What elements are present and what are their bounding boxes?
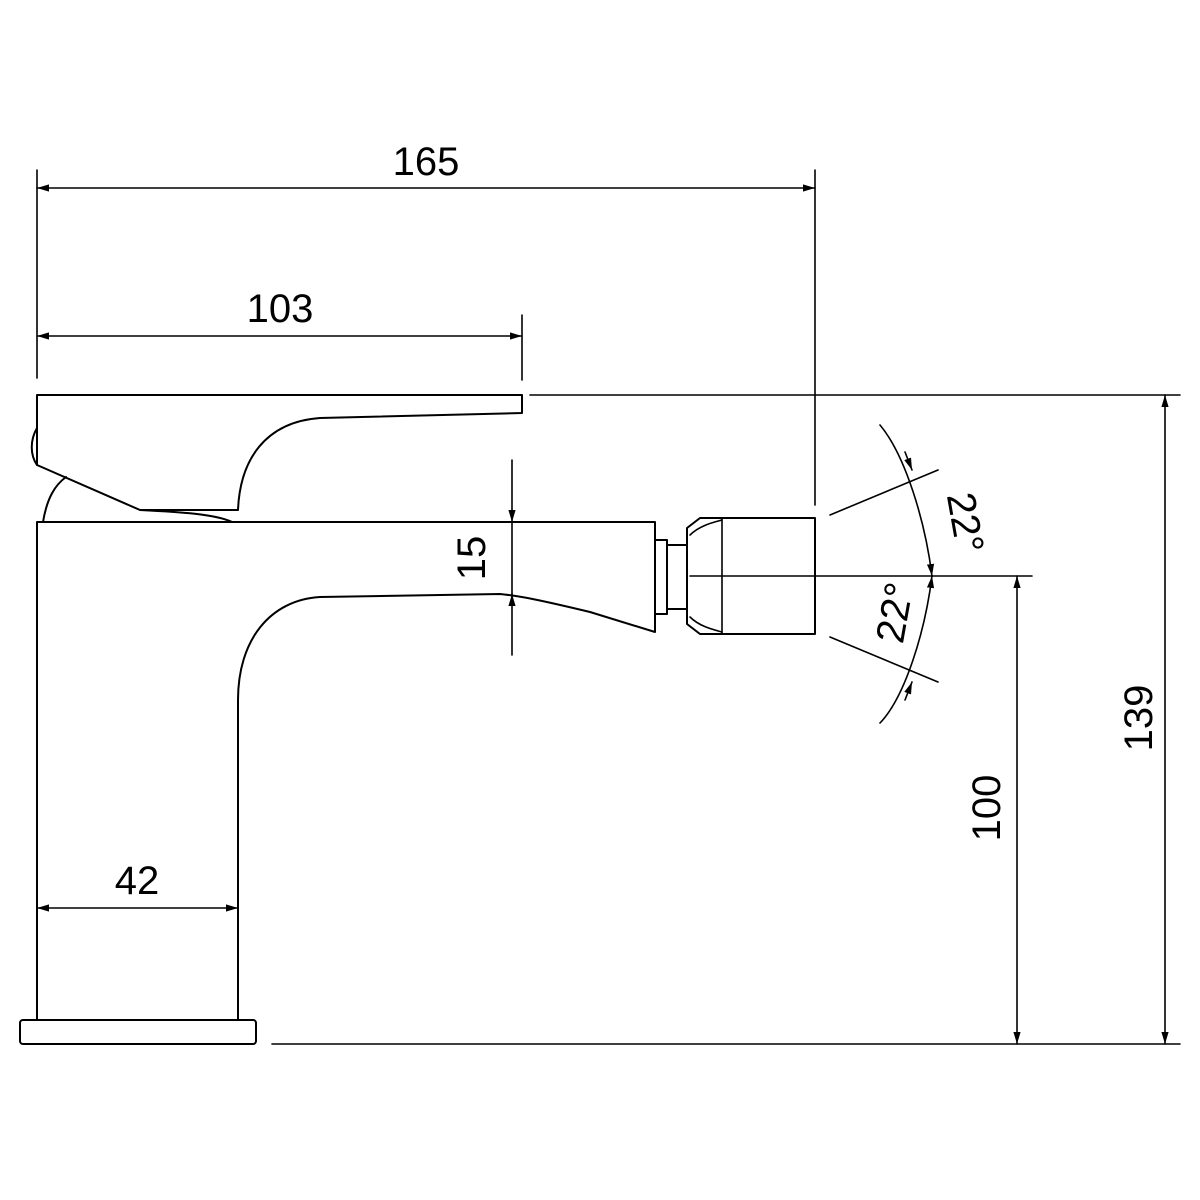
aerator-nut [666, 544, 688, 610]
base-plate [19, 1019, 257, 1045]
dimension-lines [36, 184, 1169, 1045]
extension-lines [36, 169, 1181, 1045]
aerator-housing [686, 517, 816, 635]
label-139: 139 [1117, 685, 1161, 752]
label-100: 100 [965, 775, 1009, 842]
arc-angle-up [879, 424, 935, 577]
aerator-bevel-top [689, 519, 723, 536]
handle-cap [30, 427, 38, 466]
label-42: 42 [115, 859, 160, 903]
handle-base [42, 476, 233, 523]
arc-angle-up-tick [904, 451, 913, 471]
label-angle-up: 22° [938, 489, 992, 556]
ext-angle-up [829, 469, 939, 516]
aerator-connector [654, 539, 668, 615]
label-103: 103 [247, 287, 314, 331]
label-15: 15 [450, 536, 494, 581]
handle-lever [36, 394, 523, 511]
dimension-labels: 165 103 42 15 100 139 22° 22° [115, 140, 1161, 903]
label-165: 165 [393, 140, 460, 184]
label-angle-down: 22° [868, 579, 922, 646]
aerator-bevel-bottom [689, 616, 723, 633]
faucet-body [36, 521, 656, 1021]
arc-angle-down-tick [904, 681, 913, 701]
ext-angle-down [829, 636, 939, 683]
faucet-outline [19, 394, 816, 1045]
arc-angle-down [879, 575, 935, 724]
